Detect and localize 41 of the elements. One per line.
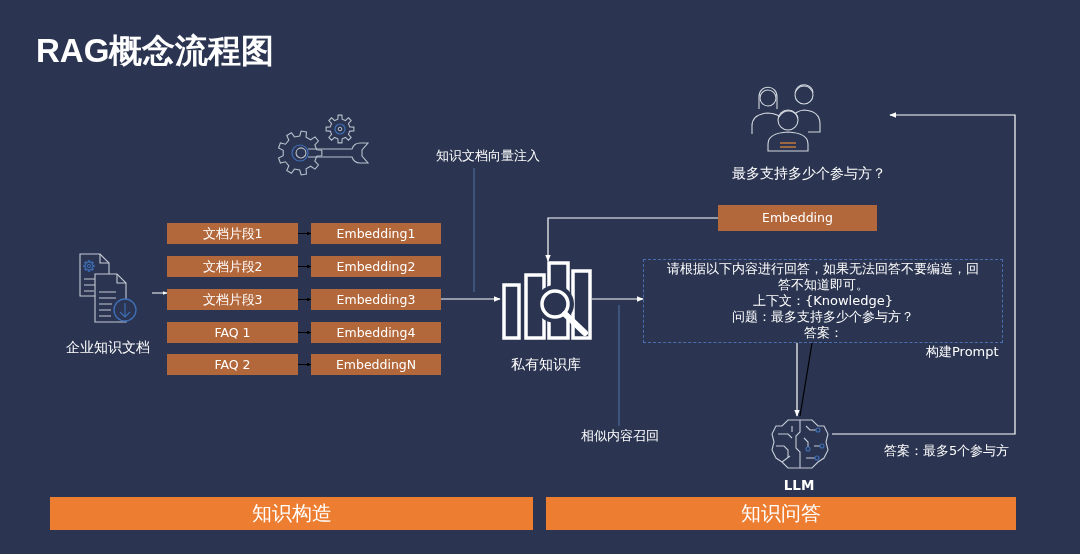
prompt-text: 问题：最多支持多少个参与方？: [731, 309, 915, 325]
arrow: [545, 217, 719, 262]
arrow: [297, 362, 312, 367]
arrow: [831, 112, 1016, 435]
arrow: [297, 231, 312, 236]
node-label: LLM: [782, 476, 816, 494]
text-chunk-box: 文档片段1: [167, 223, 298, 244]
embedding-box: Embedding2: [311, 256, 441, 277]
arrow: [297, 330, 312, 335]
arrow: [794, 342, 800, 417]
text-chunk-box: FAQ 2: [167, 354, 298, 375]
text-chunk-box: 文档片段2: [167, 256, 298, 277]
annotation-text: 相似内容召回: [570, 426, 670, 446]
question-text: 最多支持多少个参与方？: [731, 164, 887, 182]
arrow: [591, 296, 644, 302]
annotation-text: 知识文档向量注入: [428, 146, 548, 168]
arrow: [297, 264, 312, 269]
leader-line: [618, 304, 620, 427]
arrow: [440, 296, 501, 302]
prompt-text: 上下文：{Knowledge}: [752, 293, 894, 309]
prompt-text: 答案：: [802, 325, 844, 341]
leader-line: [473, 167, 475, 293]
arrow: [297, 297, 312, 302]
text-chunk-box: 文档片段3: [167, 289, 298, 310]
node-label: 私有知识库: [510, 355, 582, 373]
prompt-text: 请根据以下内容进行回答，如果无法回答不要编造，回答不知道即可。: [666, 261, 980, 293]
edge-label: 答案：最多5个参与方: [882, 443, 1012, 459]
title-text: RAG概念流程图: [36, 31, 275, 71]
embedding-box: Embedding4: [311, 322, 441, 343]
arrow: [151, 291, 168, 295]
section-bar: 知识构造: [50, 497, 533, 530]
prompt-box: [643, 259, 1003, 343]
section-bar: 知识问答: [546, 497, 1016, 530]
node-label: 企业知识文档: [65, 338, 151, 356]
embedding-box: Embedding: [718, 205, 877, 231]
text-chunk-box: FAQ 1: [167, 322, 298, 343]
embedding-box: Embedding1: [311, 223, 441, 244]
connector-line: [799, 342, 813, 417]
embedding-box: Embedding3: [311, 289, 441, 310]
embedding-box: EmbeddingN: [311, 354, 441, 375]
caption-text: 构建Prompt: [926, 344, 999, 360]
